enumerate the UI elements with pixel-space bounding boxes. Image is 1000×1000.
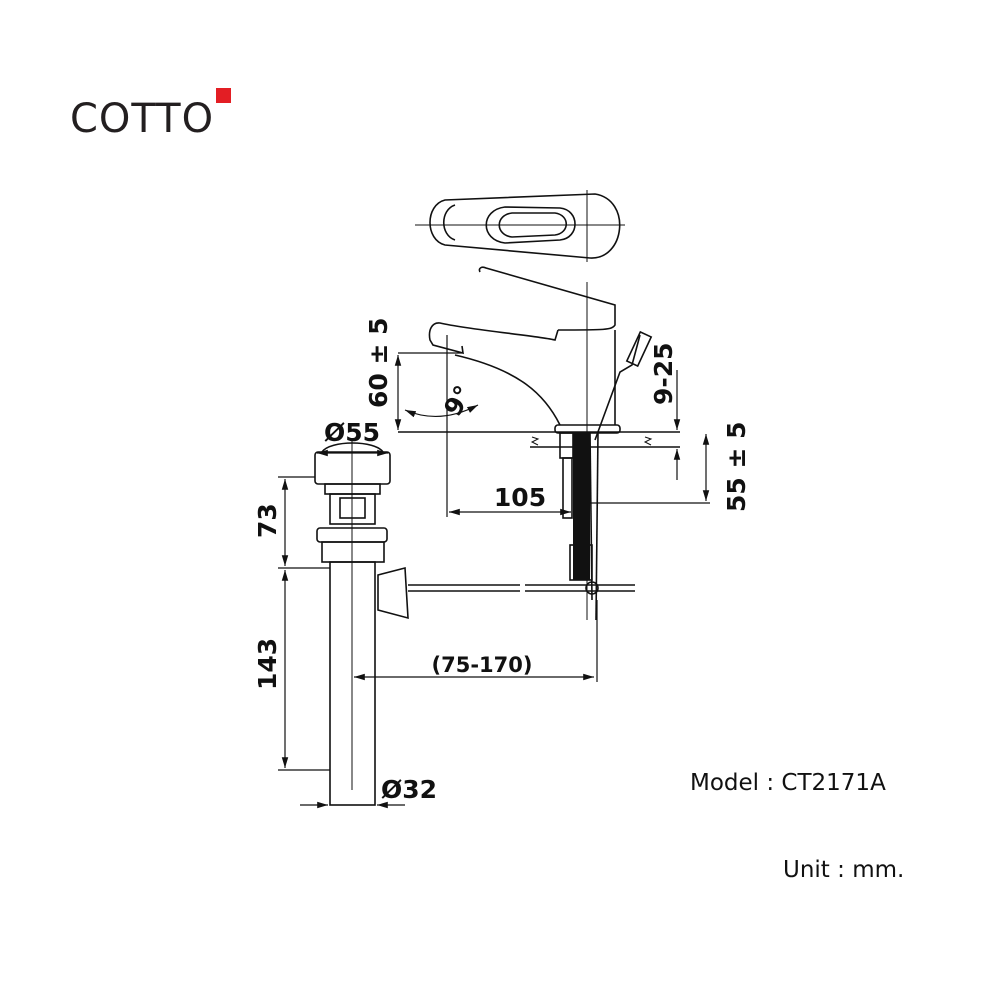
pipe-length-label: 143 <box>253 638 282 690</box>
pipe-diameter-label: Ø32 <box>381 775 437 804</box>
spout-height-label: 60 ± 5 <box>364 317 393 408</box>
pop-up-drain <box>314 440 635 806</box>
pop-up-range-label: (75-170) <box>432 653 533 677</box>
hose-shaft <box>573 432 590 580</box>
cotto-logo: COTTO <box>70 96 215 142</box>
unit-label: Unit : mm. <box>783 857 905 883</box>
handle-top-view <box>415 190 625 262</box>
drain-diameter-label: Ø55 <box>324 418 380 447</box>
shank-length-label: 55 ± 5 <box>722 421 751 512</box>
logo-red-square <box>216 88 231 103</box>
deck-thickness-label: 9-25 <box>649 342 678 405</box>
model-label: Model : CT2171A <box>690 770 886 796</box>
spout-angle-label: 9° <box>438 381 478 421</box>
spout-reach-label: 105 <box>494 483 546 512</box>
faucet-side-view <box>398 266 680 621</box>
dimension-labels: 60 ± 5 9° 105 9-25 55 ± 5 Ø55 73 143 (75… <box>253 317 751 804</box>
drain-height-label: 73 <box>253 503 282 538</box>
